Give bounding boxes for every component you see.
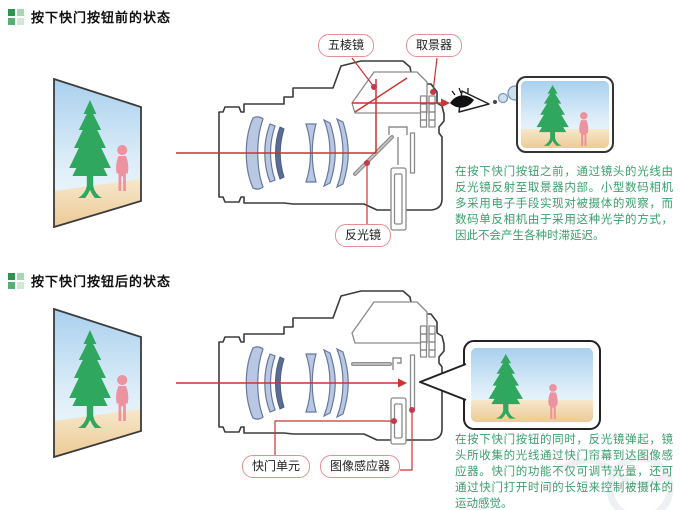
watermark bbox=[558, 454, 674, 510]
reflex-mirror-up bbox=[351, 357, 402, 370]
label-shutter-unit: 快门单元 bbox=[242, 455, 311, 479]
captured-image-bubble bbox=[419, 340, 601, 430]
diagram-after bbox=[0, 290, 674, 510]
shutter-unit-shape bbox=[390, 397, 407, 445]
focusing-screen bbox=[388, 126, 408, 165]
label-reflex-mirror-text: 反光镜 bbox=[345, 228, 382, 242]
light-arrowhead bbox=[398, 378, 407, 388]
label-image-sensor: 图像感应器 bbox=[320, 455, 401, 479]
section-title-before: 按下快门按钮前的状态 bbox=[8, 7, 171, 26]
label-pentaprism: 五棱镜 bbox=[318, 34, 375, 58]
eye-icon bbox=[450, 87, 490, 113]
light-path bbox=[176, 77, 450, 154]
light-arrowhead bbox=[441, 98, 450, 108]
leader-lines bbox=[274, 407, 415, 471]
description-before: 在按下快门按钮之前，通过镜头的光线由反光镜反射至取景器内部。小型数码相机多采用电… bbox=[455, 164, 673, 242]
label-image-sensor-text: 图像感应器 bbox=[330, 459, 391, 473]
green-squares-bullet-icon bbox=[8, 8, 24, 25]
diagram-before bbox=[0, 57, 614, 231]
description-after: 在按下快门按钮的同时，反光镜弹起，镜头所收集的光线通过快门帘幕到达图像感应器。快… bbox=[455, 432, 673, 510]
viewfinder-image bbox=[516, 76, 614, 153]
image-sensor-shape bbox=[409, 132, 416, 174]
label-reflex-mirror: 反光镜 bbox=[335, 224, 392, 248]
section-title-text: 按下快门按钮后的状态 bbox=[31, 275, 172, 290]
label-viewfinder: 取景器 bbox=[406, 34, 463, 58]
image-sensor-shape bbox=[409, 354, 416, 410]
reflex-mirror-down bbox=[353, 135, 394, 176]
shutter-unit-shape bbox=[390, 167, 407, 231]
section-title-after: 按下快门按钮后的状态 bbox=[8, 271, 171, 290]
section-title-text: 按下快门按钮前的状态 bbox=[31, 11, 172, 26]
label-shutter-unit-text: 快门单元 bbox=[252, 459, 301, 473]
label-pentaprism-text: 五棱镜 bbox=[328, 38, 365, 52]
leader-lines bbox=[351, 57, 438, 224]
light-path bbox=[176, 378, 407, 388]
green-squares-bullet-icon bbox=[8, 272, 24, 289]
label-viewfinder-text: 取景器 bbox=[416, 38, 453, 52]
